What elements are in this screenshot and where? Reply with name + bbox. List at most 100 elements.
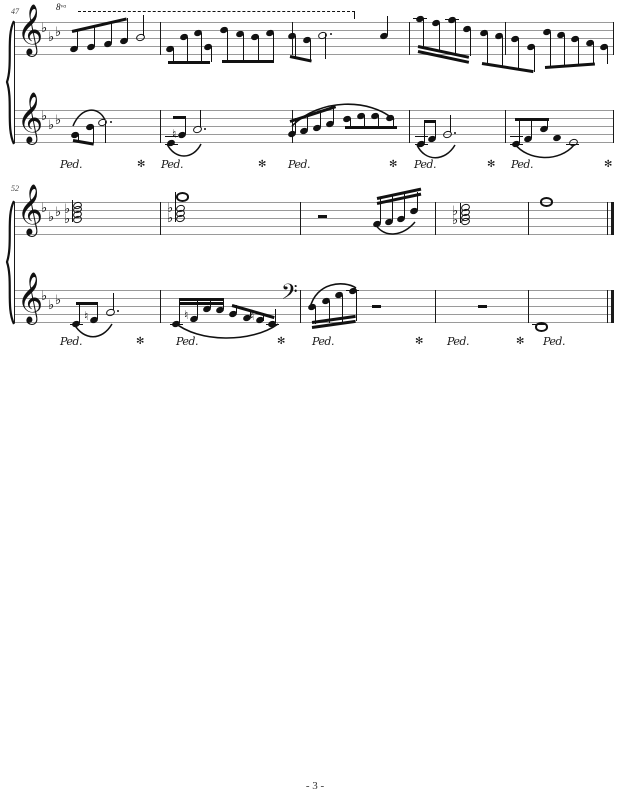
pedal-mark: Ped. bbox=[60, 158, 82, 171]
beam bbox=[173, 116, 186, 119]
pedal-mark: Ped. bbox=[176, 335, 198, 348]
beam bbox=[179, 298, 224, 301]
stem bbox=[127, 18, 129, 40]
stem bbox=[593, 42, 595, 64]
augmentation-dot bbox=[454, 132, 457, 135]
system-2: 52 𝄞 ♭ ♭ ♭ ♭ ♭ ♭ ♭ bbox=[0, 180, 630, 355]
key-signature-flat-2: ♭ bbox=[48, 118, 55, 133]
barline bbox=[613, 110, 614, 143]
stem bbox=[143, 15, 145, 36]
stem bbox=[258, 36, 260, 61]
system-2-brace bbox=[5, 200, 16, 325]
slur bbox=[72, 109, 106, 127]
key-signature-flat-2: ♭ bbox=[48, 210, 55, 225]
pedal-mark: Ped. bbox=[312, 335, 334, 348]
pedal-release-mark: ✻ bbox=[516, 336, 525, 347]
pedal-release-mark: ✻ bbox=[277, 336, 286, 347]
barline bbox=[160, 202, 161, 235]
final-barline bbox=[611, 290, 614, 323]
stem bbox=[111, 22, 113, 43]
key-signature-flat-3: ♭ bbox=[55, 293, 62, 308]
stem bbox=[200, 110, 202, 127]
slur bbox=[309, 283, 357, 309]
accidental-flat: ♭ bbox=[64, 212, 71, 227]
stem bbox=[93, 126, 95, 143]
key-signature-flat-1: ♭ bbox=[41, 201, 48, 216]
accidental-natural: ♮ bbox=[184, 308, 189, 322]
beam bbox=[345, 126, 397, 129]
slur bbox=[166, 143, 202, 157]
pedal-release-mark: ✻ bbox=[389, 159, 398, 170]
system-2-upper-staff bbox=[14, 202, 614, 235]
notehead-whole bbox=[535, 322, 548, 332]
beam bbox=[544, 62, 595, 69]
key-signature-flat-3: ♭ bbox=[55, 205, 62, 220]
stem bbox=[105, 121, 107, 143]
barline bbox=[613, 22, 614, 55]
slur bbox=[513, 142, 575, 159]
system-2-lower-treble-clef: 𝄞 bbox=[17, 272, 44, 323]
stem bbox=[378, 115, 380, 128]
stem bbox=[564, 35, 566, 66]
stem bbox=[295, 118, 297, 133]
slur bbox=[374, 221, 416, 235]
stem bbox=[435, 120, 437, 138]
slur bbox=[416, 144, 456, 159]
stem bbox=[310, 40, 312, 60]
pedal-release-mark: ✻ bbox=[604, 159, 613, 170]
page-number: - 3 - bbox=[305, 780, 325, 792]
barline bbox=[435, 202, 436, 235]
rest-half bbox=[318, 215, 327, 218]
ledger-line bbox=[165, 136, 178, 137]
beam bbox=[289, 55, 312, 63]
accidental-natural: ♮ bbox=[250, 309, 255, 323]
ledger-line bbox=[445, 19, 459, 20]
pedal-release-mark: ✻ bbox=[415, 336, 424, 347]
ledger-line bbox=[415, 136, 428, 137]
stem bbox=[380, 198, 382, 223]
barline bbox=[528, 290, 529, 323]
accidental-flat: ♭ bbox=[167, 201, 174, 216]
beam bbox=[481, 62, 534, 74]
ledger-line bbox=[532, 324, 547, 325]
stem bbox=[450, 115, 452, 132]
beam bbox=[222, 60, 274, 63]
pedal-mark: Ped. bbox=[511, 158, 533, 171]
key-signature-flat-2: ♭ bbox=[48, 298, 55, 313]
stem bbox=[78, 134, 80, 141]
key-signature-flat-2: ♭ bbox=[48, 30, 55, 45]
final-barline bbox=[611, 202, 614, 235]
key-signature-flat-1: ♭ bbox=[41, 21, 48, 36]
key-signature-flat-3: ♭ bbox=[55, 25, 62, 40]
stem bbox=[404, 194, 406, 218]
stem bbox=[607, 46, 609, 64]
augmentation-dot bbox=[330, 33, 333, 36]
system-1-lower-treble-clef: 𝄞 bbox=[17, 92, 44, 143]
rest-half bbox=[478, 305, 487, 308]
key-signature-flat-1: ♭ bbox=[41, 289, 48, 304]
stem bbox=[547, 119, 549, 128]
system-1-brace bbox=[5, 20, 16, 145]
stem bbox=[227, 30, 229, 61]
stem bbox=[236, 305, 238, 313]
stem bbox=[275, 309, 277, 323]
barline bbox=[505, 22, 506, 55]
barline bbox=[300, 290, 301, 323]
stem bbox=[211, 46, 213, 62]
stem bbox=[364, 115, 366, 128]
pedal-mark: Ped. bbox=[60, 335, 82, 348]
stem bbox=[578, 38, 580, 65]
stem bbox=[550, 32, 552, 67]
ledger-line bbox=[413, 18, 427, 19]
barline bbox=[160, 22, 161, 55]
stem bbox=[250, 311, 252, 317]
notehead-whole bbox=[176, 192, 189, 202]
stem bbox=[185, 116, 187, 134]
stem bbox=[424, 120, 426, 143]
stem bbox=[295, 36, 297, 57]
stem bbox=[423, 19, 425, 47]
pedal-mark: Ped. bbox=[161, 158, 183, 171]
stem bbox=[223, 299, 225, 309]
stem bbox=[179, 299, 181, 323]
system-2-upper-treble-clef: 𝄞 bbox=[17, 184, 44, 235]
